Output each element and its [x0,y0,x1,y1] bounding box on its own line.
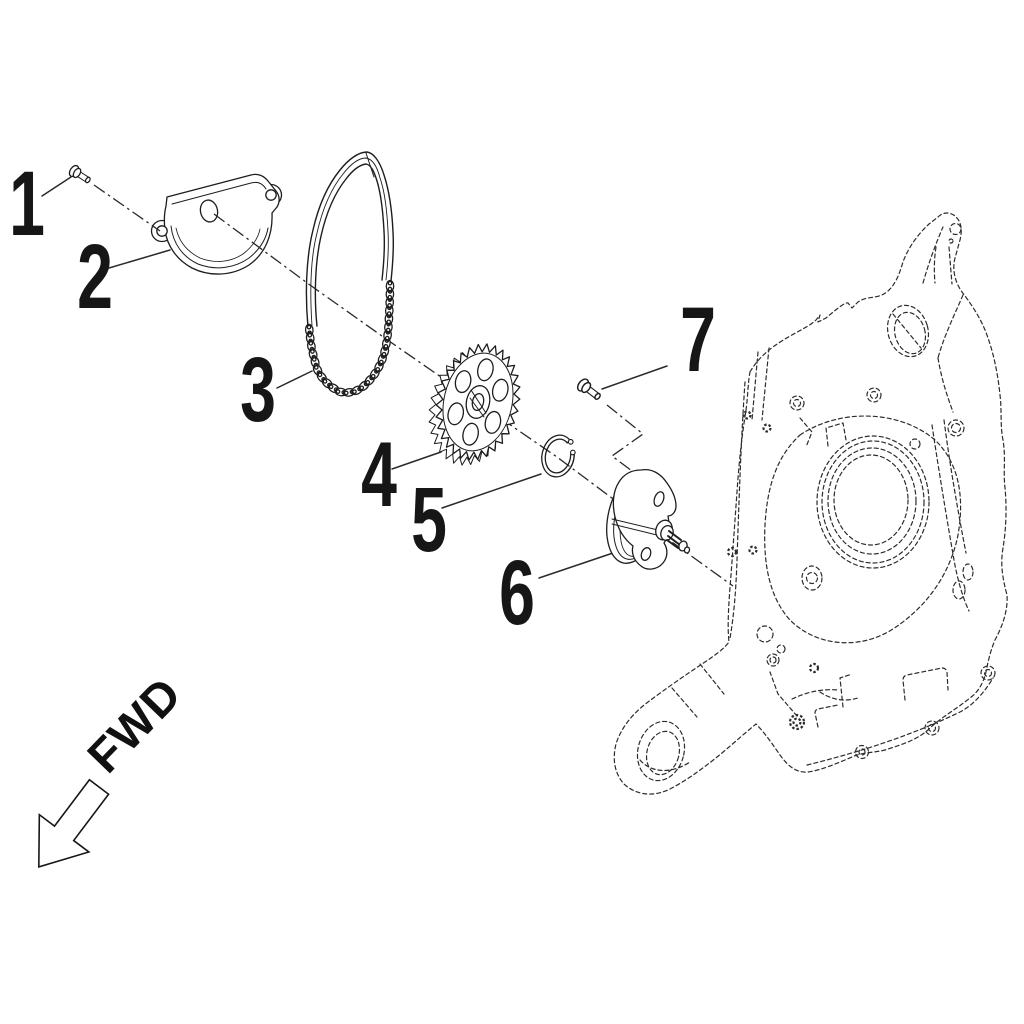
callout-label-6: 6 [499,541,535,644]
pump-flange-hole-top [653,491,665,507]
pump-shaft-splines [666,530,682,549]
chain-band-inner [314,163,386,327]
top-bracket-arm [922,222,964,413]
oil-pump [606,468,691,570]
oil-pump-chain-cover [150,173,283,275]
crankcase-reference [613,212,1008,795]
leader-7 [601,365,668,390]
chain-band-mid [310,157,389,327]
leader-2 [108,249,171,269]
chain-link [374,360,384,373]
leader-3 [276,370,313,389]
leader-4 [391,451,442,470]
gasket-face-loop [764,415,962,644]
flange-bolt-7 [576,378,601,400]
sprocket-hole [491,378,509,402]
crankcase-outline [613,212,1008,795]
retaining-ring [541,434,576,478]
leader-6 [538,552,614,579]
crankcase-bolt-holes [726,387,996,760]
cover-left-tab-hole [156,225,168,237]
pump-flange-hole-bottom [640,547,652,561]
callout-label-5: 5 [411,468,447,571]
leader-1 [41,176,72,197]
sprocket-lightening-holes [447,358,509,446]
oil-pump-driven-sprocket [428,343,521,466]
top-boss [886,304,930,358]
sprocket-hole [454,370,472,394]
callout-label-4: 4 [361,423,397,526]
leader-5 [441,473,542,509]
axis-bolt7-dogleg [606,404,653,487]
cover-center-hole [199,199,219,223]
crank-seal-bore [816,435,930,569]
sprocket-hole [477,358,494,382]
oil-pump-drive-chain [304,151,395,397]
callout-label-3: 3 [240,338,276,441]
fwd-label: FWD [77,667,192,783]
cover-right-tab-hole [265,189,277,201]
callout-labels: 1 2 3 4 5 6 7 [9,152,716,644]
sprocket-hole [484,410,502,434]
right-rib [931,419,970,612]
bottom-gasket-edge [806,677,994,766]
forward-direction-indicator: FWD [38,667,192,868]
sprocket-hole [462,422,479,446]
callout-label-1: 1 [9,152,45,255]
leader-lines [41,176,668,579]
chain-band-outer [305,151,395,328]
callout-label-2: 2 [77,225,113,328]
fwd-arrow-icon [38,778,110,868]
pan-head-bolt-1 [68,164,91,184]
cover-body [163,173,280,275]
chain-link [385,279,395,293]
arm-pivot-hole [636,720,691,782]
callout-label-7: 7 [680,288,716,391]
chain-links [304,279,395,397]
sprocket-hole [447,402,465,426]
